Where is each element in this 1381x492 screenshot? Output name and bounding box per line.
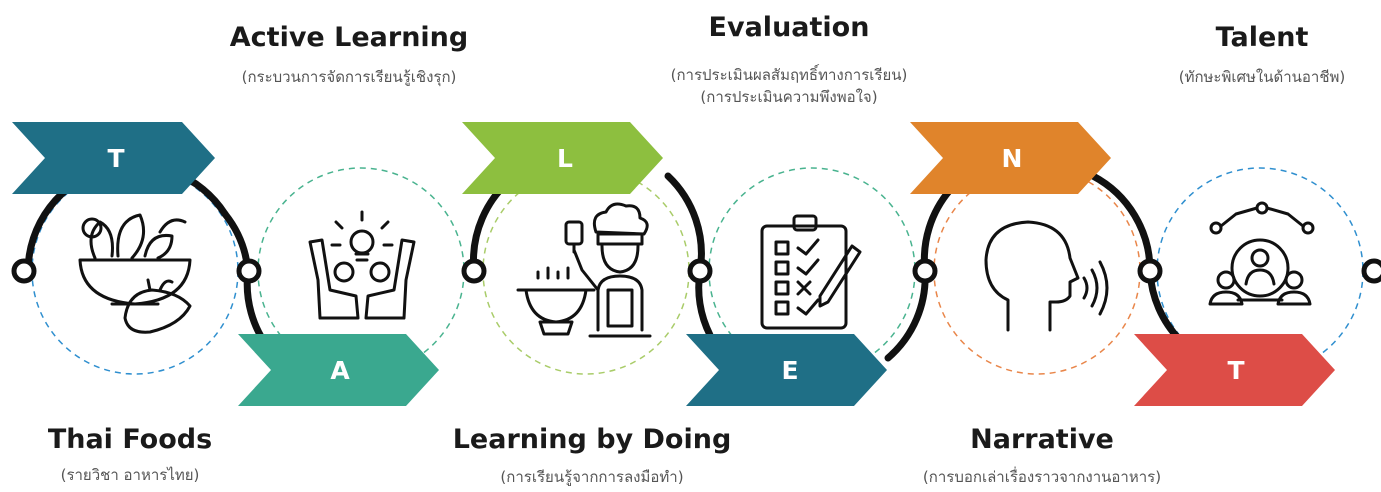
label-talent-title: Talent <box>1215 22 1309 53</box>
label-evaluation-sub-2: (การประเมินความพึงพอใจ) <box>700 88 878 106</box>
arrow-banner-t2: T <box>1134 334 1335 406</box>
label-active-learning-title: Active Learning <box>229 22 469 53</box>
checklist-icon <box>760 214 862 330</box>
arrow-letter-t2: T <box>1227 356 1244 385</box>
ring-dashed-3 <box>482 167 690 375</box>
label-learning-by-doing-sub: (การเรียนรู้จากการลงมือทำ) <box>500 468 684 486</box>
node-2 <box>461 258 487 284</box>
vegetables-bowl-icon <box>78 213 192 334</box>
label-evaluation-sub-1: (การประเมินผลสัมฤทธิ์ทางการเรียน) <box>670 66 908 84</box>
label-thai-foods-title: Thai Foods <box>47 424 213 455</box>
idea-people-icon <box>308 210 416 320</box>
label-active-learning-sub: (กระบวนการจัดการเรียนรู้เชิงรุก) <box>241 68 457 86</box>
ring-dashed-1 <box>31 167 239 375</box>
arrow-letter-t1: T <box>107 144 124 173</box>
arrow-letter-e: E <box>781 356 798 385</box>
arrow-banner-a: A <box>238 334 439 406</box>
label-learning-by-doing-title: Learning by Doing <box>452 424 732 455</box>
arrow-banner-l: L <box>462 122 663 194</box>
node-4 <box>912 258 938 284</box>
label-narrative-title: Narrative <box>970 424 1114 455</box>
label-evaluation-title: Evaluation <box>708 12 870 43</box>
label-talent-sub: (ทักษะพิเศษในด้านอาชีพ) <box>1178 68 1346 86</box>
label-thai-foods-sub: (รายวิชา อาหารไทย) <box>60 466 200 484</box>
speaking-head-icon <box>984 220 1109 332</box>
arrow-banner-t1: T <box>12 122 215 194</box>
node-6 <box>1361 258 1381 284</box>
talent-team-icon <box>1208 201 1315 306</box>
label-narrative-sub: (การบอกเล่าเรื่องราวจากงานอาหาร) <box>922 468 1162 486</box>
arrow-banner-e: E <box>686 334 887 406</box>
arrow-letter-n: N <box>1002 144 1023 173</box>
node-1 <box>236 258 262 284</box>
chef-cooking-icon <box>516 202 652 338</box>
ring-dashed-5 <box>933 167 1141 375</box>
arrow-letter-l: L <box>557 144 573 173</box>
arrow-banner-n: N <box>910 122 1111 194</box>
node-3 <box>687 258 713 284</box>
node-0 <box>11 258 37 284</box>
arrow-letter-a: A <box>330 356 350 385</box>
connector-nodes <box>11 258 1381 284</box>
node-5 <box>1137 258 1163 284</box>
